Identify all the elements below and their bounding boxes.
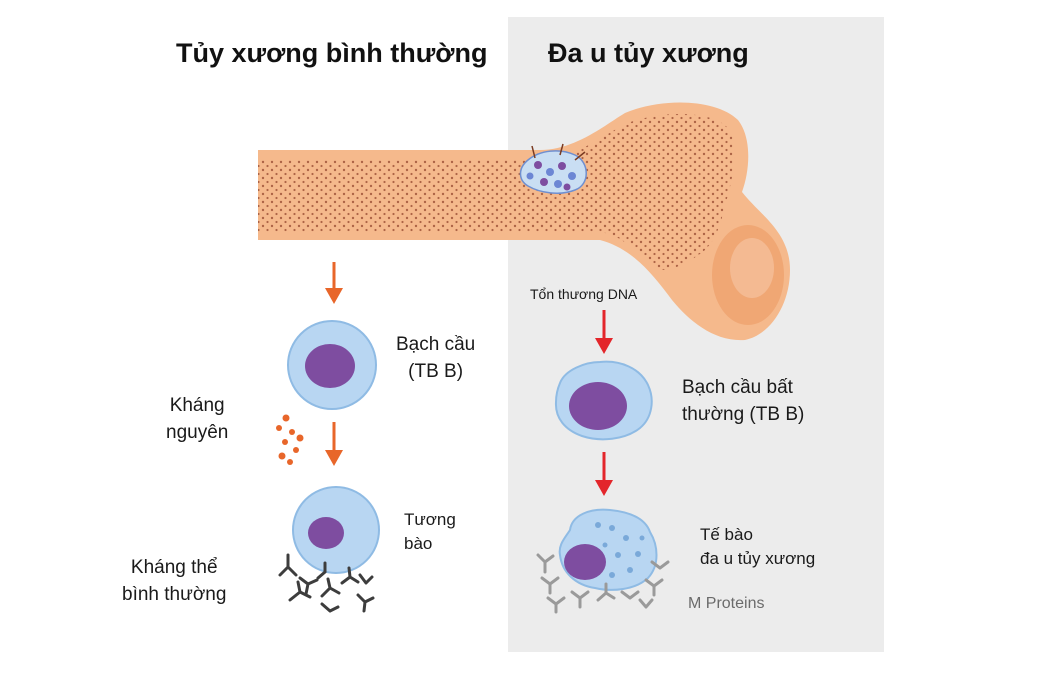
- arrow-bcell-to-plasma: [325, 422, 343, 466]
- label-antibody-line2: bình thường: [122, 583, 227, 605]
- label-antigen-line1: Kháng: [169, 395, 225, 416]
- label-abnormal-b-line2: thường (TB B): [682, 403, 805, 425]
- label-antigen-line2: nguyên: [166, 421, 229, 443]
- arrow-bone-to-bcell: [325, 262, 343, 304]
- arrow-dna-damage: [595, 310, 613, 354]
- label-myeloma-cell-line1: Tế bào: [700, 525, 753, 544]
- m-proteins: [536, 553, 670, 614]
- label-myeloma-cell-line2: đa u tủy xương: [700, 548, 816, 568]
- label-abnormal-b-line1: Bạch cầu bất: [682, 377, 793, 398]
- tumor-cluster: [519, 143, 587, 194]
- label-plasma-line1: Tương: [404, 510, 456, 529]
- label-m-proteins: M Proteins: [688, 595, 765, 612]
- plasma-cell: [292, 486, 380, 574]
- title-normal-bone-marrow: Tủy xương bình thường: [176, 38, 488, 68]
- label-dna-damage: Tổn thương DNA: [530, 286, 638, 302]
- arrow-abnormal-to-myeloma: [595, 452, 613, 496]
- marrow-texture: [258, 113, 735, 270]
- myeloma-cell: [558, 508, 658, 591]
- label-abnormal-b-cell: Bạch cầu bất thường (TB B): [682, 375, 804, 428]
- antigen-particles: [276, 414, 304, 465]
- label-plasma-cell: Tương bào: [404, 508, 456, 556]
- label-myeloma-cell: Tế bào đa u tủy xương: [700, 523, 815, 571]
- label-antibody-line1: Kháng thể: [130, 557, 218, 578]
- label-plasma-line2: bào: [404, 533, 433, 553]
- bone: [258, 102, 790, 341]
- label-antigen: Kháng nguyên: [166, 393, 228, 446]
- title-multiple-myeloma: Đa u tủy xương: [548, 38, 749, 68]
- label-normal-antibodies: Kháng thể bình thường: [122, 555, 226, 608]
- abnormal-b-cell: [554, 360, 653, 441]
- label-b-cell-line2: (TB B): [408, 360, 464, 382]
- label-b-cell-line1: Bạch cầu: [396, 334, 476, 355]
- b-cell: [287, 320, 377, 410]
- label-b-cell: Bạch cầu (TB B): [396, 332, 475, 385]
- normal-antibodies: [278, 553, 375, 613]
